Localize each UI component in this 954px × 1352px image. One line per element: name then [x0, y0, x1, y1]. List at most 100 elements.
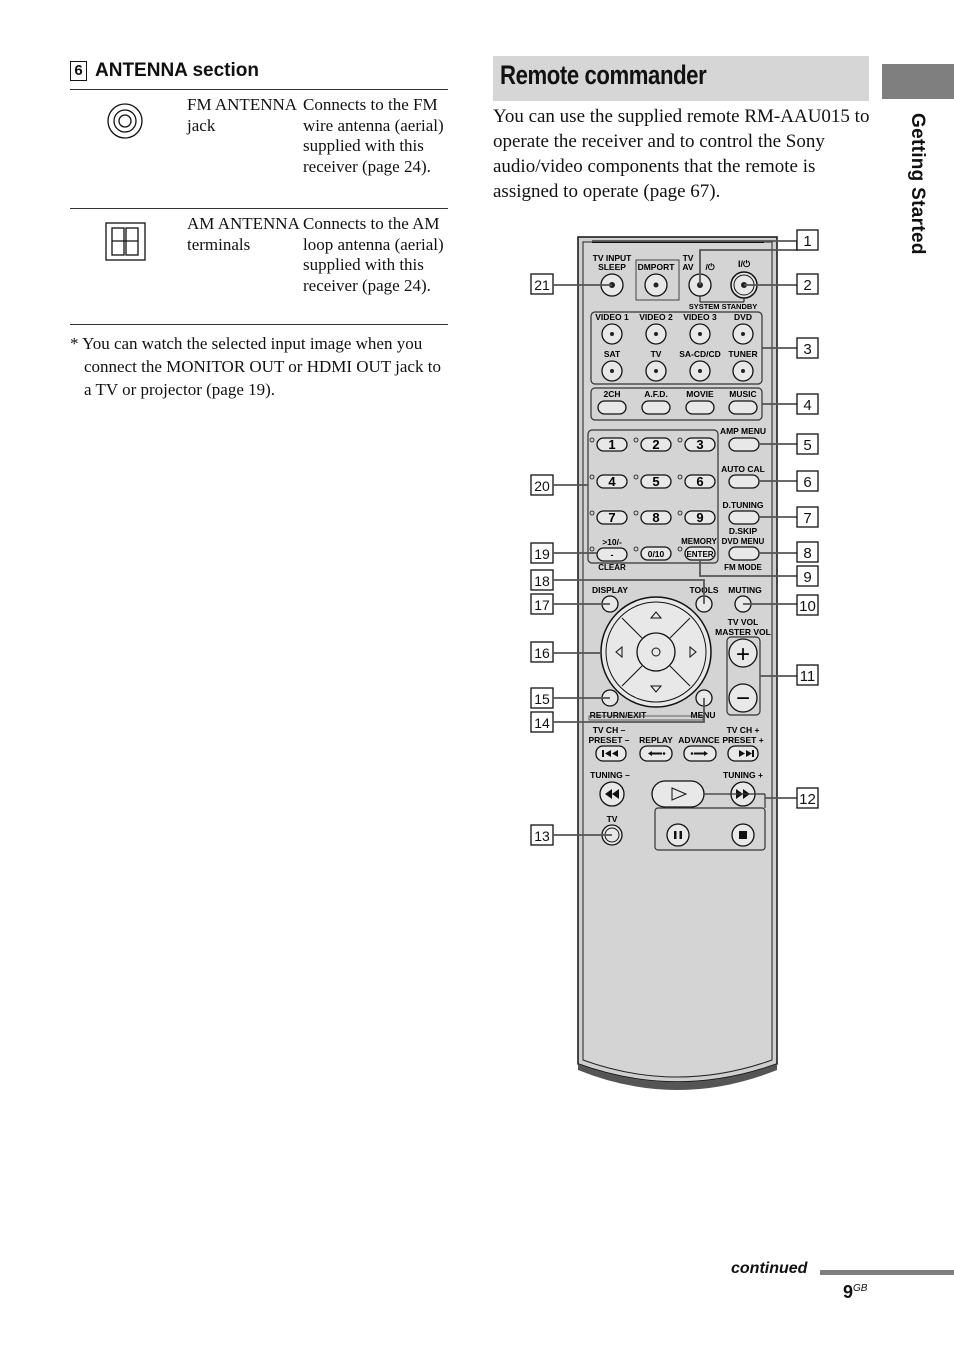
label-av: AV — [682, 262, 694, 272]
callout-number: 19 — [534, 546, 550, 562]
illustration-shape — [677, 546, 683, 552]
illustration-shape — [698, 332, 702, 336]
volume-down-button[interactable] — [728, 683, 758, 713]
digit-9-button[interactable] — [684, 510, 716, 525]
illustration-shape — [796, 393, 819, 415]
illustration-shape — [698, 369, 702, 373]
auto-cal-button[interactable] — [728, 474, 760, 489]
digit-2-button[interactable] — [640, 437, 672, 452]
illustration-shape — [610, 369, 614, 373]
pause-button[interactable] — [666, 823, 690, 847]
d-tuning-button[interactable] — [728, 510, 760, 525]
page-number: 9GB — [843, 1282, 868, 1302]
button-label: REPLAY — [639, 735, 673, 745]
illustration-shape — [704, 751, 708, 756]
illustration-shape — [589, 474, 595, 480]
illustration-shape — [588, 715, 704, 721]
illustration-shape — [669, 617, 691, 639]
button-label: D.TUNING — [722, 500, 763, 510]
button-label: MASTER VOL — [715, 627, 771, 637]
music-button[interactable] — [728, 400, 758, 415]
digit-5-button[interactable] — [640, 474, 672, 489]
callout-number: 21 — [534, 277, 550, 293]
digit-1-button[interactable] — [596, 437, 628, 452]
button-label: CLEAR — [598, 563, 626, 572]
illustration-shape — [605, 601, 707, 703]
button-label: TUNING – — [590, 770, 630, 780]
play-button[interactable] — [651, 780, 705, 808]
illustration-shape — [653, 282, 659, 288]
illustration-shape — [741, 332, 745, 336]
2ch-button[interactable] — [597, 400, 627, 415]
label-tv-input: TV INPUT — [593, 253, 633, 263]
illustration-shape — [118, 114, 132, 128]
illustration-shape — [530, 273, 554, 295]
zero-button[interactable] — [640, 546, 672, 561]
callout-number: 3 — [803, 341, 811, 358]
am-terminal-icon — [70, 209, 187, 324]
illustration-shape — [674, 831, 677, 839]
button-label: TV CH + — [727, 725, 760, 735]
illustration-shape — [796, 506, 819, 528]
digit-7-button[interactable] — [596, 510, 628, 525]
digit-8-button[interactable] — [640, 510, 672, 525]
button-label: AMP MENU — [720, 426, 766, 436]
digit-label: 8 — [652, 510, 659, 525]
table-row: AM ANTENNA terminals Connects to the AM … — [70, 208, 448, 324]
illustration-shape — [605, 789, 619, 799]
callout-number: 15 — [534, 691, 550, 707]
illustration-shape — [605, 750, 611, 757]
callout-number: 6 — [803, 474, 811, 491]
digit-label: 1 — [608, 437, 615, 452]
callout-number: 1 — [803, 233, 811, 250]
illustration-shape — [699, 560, 797, 577]
illustration-shape — [615, 645, 623, 659]
illustration-shape — [635, 259, 680, 301]
illustration-shape — [621, 665, 643, 687]
illustration-shape — [602, 750, 604, 757]
button-label: RETURN/EXIT — [590, 710, 647, 720]
amp-menu-button[interactable] — [728, 437, 760, 452]
illustration-shape — [694, 752, 704, 755]
button-label: MEMORY — [681, 537, 717, 546]
illustration-shape — [582, 698, 705, 723]
digit-6-button[interactable] — [684, 474, 716, 489]
callout-number: 20 — [534, 478, 550, 494]
illustration-shape — [113, 109, 137, 133]
callout-number: 18 — [534, 573, 550, 589]
digit-4-button[interactable] — [596, 474, 628, 489]
illustration-shape — [648, 751, 652, 756]
button-label: TV CH – — [593, 725, 626, 735]
button-label: MOVIE — [686, 389, 714, 399]
label-sleep: SLEEP — [598, 262, 626, 272]
digit-3-button[interactable] — [684, 437, 716, 452]
illustration-shape — [796, 664, 819, 686]
dvd-menu-button[interactable] — [728, 546, 760, 561]
illustration-shape — [796, 541, 819, 563]
button-label: TV VOL — [728, 617, 759, 627]
afd-button[interactable] — [641, 400, 671, 415]
illustration-shape — [107, 103, 143, 139]
illustration-shape — [669, 665, 691, 687]
illustration-shape — [649, 611, 663, 619]
button-label: D.SKIP — [729, 526, 758, 536]
illustration-shape — [633, 510, 639, 516]
illustration-shape — [746, 750, 752, 757]
illustration-shape — [796, 337, 819, 359]
intro-paragraph: You can use the supplied remote RM-AAU01… — [493, 106, 870, 202]
enter-center-button[interactable] — [636, 632, 676, 672]
button-label: MUSIC — [729, 389, 756, 399]
callout-number: 10 — [799, 598, 816, 615]
button-label: − — [736, 685, 750, 712]
digit-label: 4 — [608, 474, 616, 489]
volume-up-button[interactable] — [728, 638, 758, 668]
label-system-standby: SYSTEM STANDBY — [689, 302, 758, 311]
illustration-shape — [752, 750, 754, 757]
ten-plus-button[interactable] — [596, 547, 628, 562]
button-label: AUTO CAL — [721, 464, 765, 474]
illustration-shape — [105, 222, 146, 261]
button-label: TV — [607, 814, 618, 824]
antenna-name: AM ANTENNA terminals — [187, 214, 299, 254]
callout-number: 16 — [534, 645, 550, 661]
movie-button[interactable] — [685, 400, 715, 415]
